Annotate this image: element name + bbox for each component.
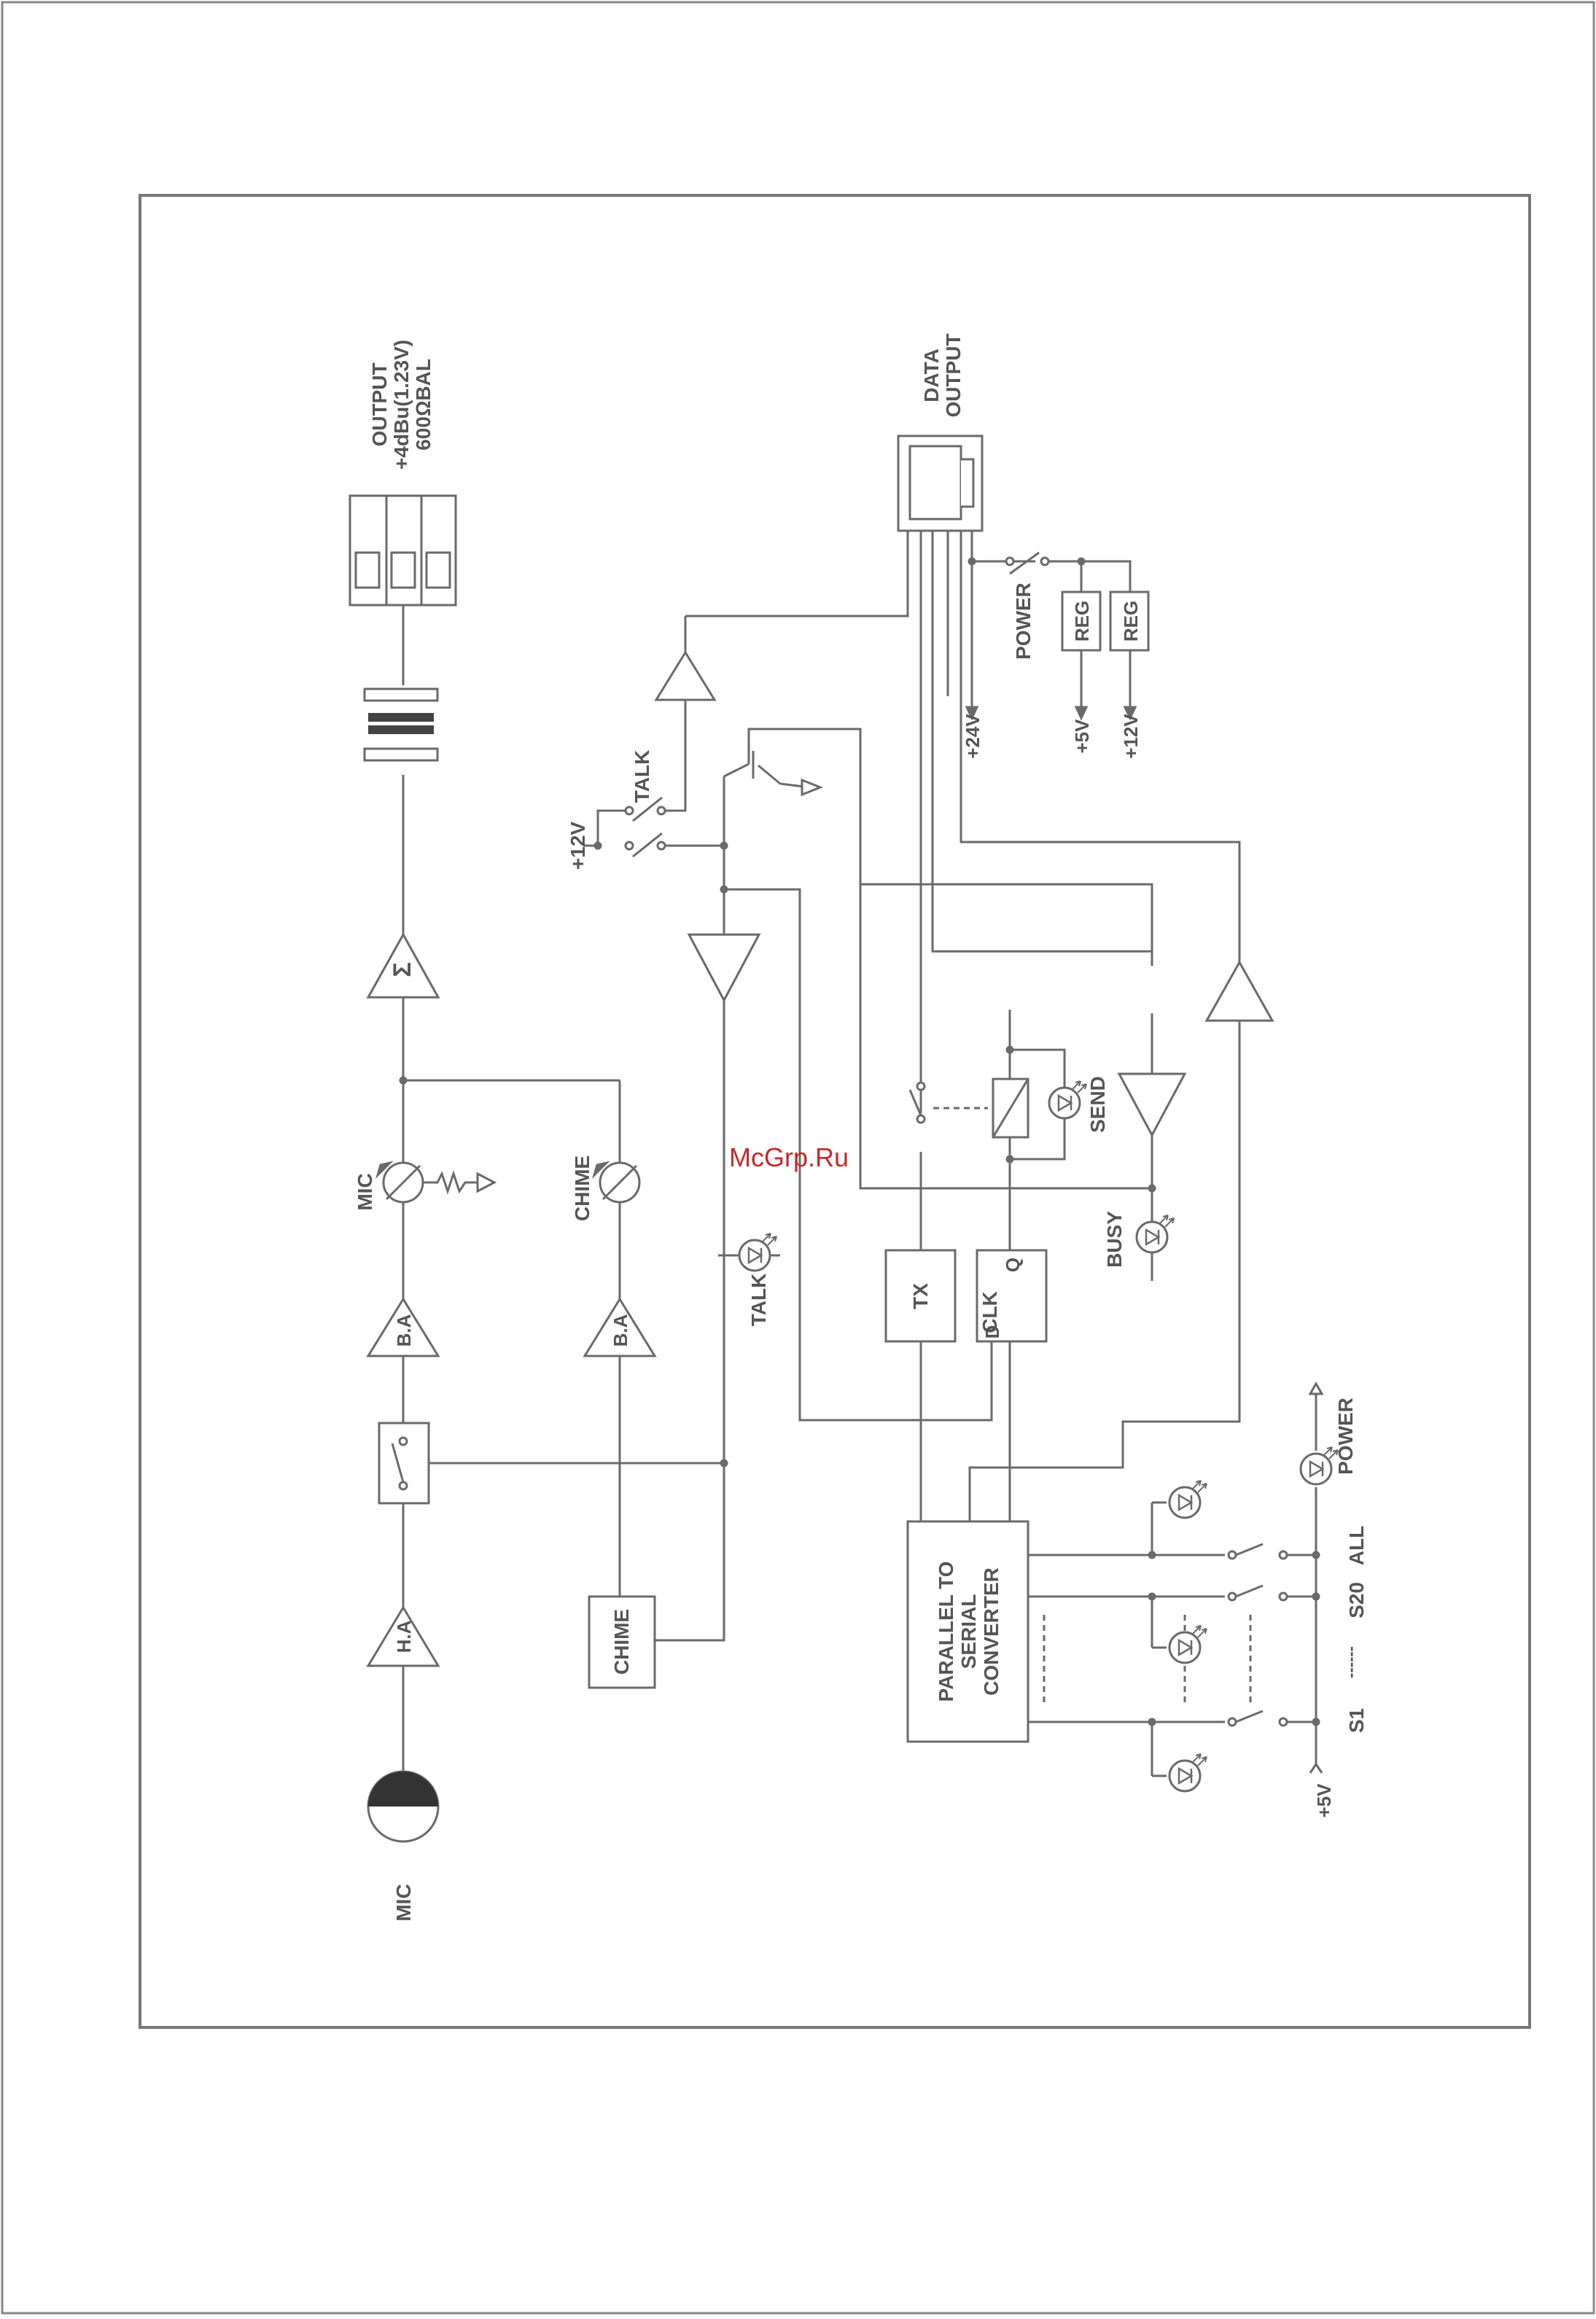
- busy-label: BUSY: [1103, 1211, 1126, 1268]
- plus12v-talk-label: +12V: [567, 822, 589, 870]
- plus24v-label: +24V: [962, 714, 984, 759]
- plus12v-out-label: +12V: [1120, 714, 1142, 759]
- talk-amp: [689, 935, 759, 1000]
- busy-led-icon: [1137, 1215, 1174, 1252]
- transformer: [365, 689, 437, 760]
- plus5v-out-label: +5V: [1071, 719, 1093, 754]
- volume-chime: [594, 1163, 639, 1202]
- send-led-icon: [1049, 1081, 1086, 1118]
- power-switch-label: POWER: [1012, 582, 1035, 660]
- send-label: SEND: [1086, 1076, 1109, 1133]
- talk-out-amp: [656, 652, 715, 700]
- output-label-2: +4dBu(1.23V): [390, 340, 413, 469]
- chime-volume-label: CHIME: [571, 1155, 593, 1221]
- ha-label: H.A: [393, 1620, 415, 1653]
- s20-led-icon: [1169, 1481, 1207, 1518]
- ba-chime-label: B.A: [610, 1314, 631, 1346]
- dff-q-label: Q: [1002, 1258, 1024, 1272]
- converter-label-2: SERIAL: [957, 1594, 980, 1669]
- sum-label: Σ: [389, 962, 416, 977]
- reg-2-label: REG: [1120, 601, 1142, 642]
- output-label-1: OUTPUT: [368, 362, 391, 446]
- reg-1-label: REG: [1071, 601, 1093, 642]
- tx-label: TX: [909, 1283, 932, 1309]
- talk-switch-label: TALK: [631, 750, 653, 803]
- mic-volume-label: MIC: [354, 1173, 376, 1210]
- talk-led-label: TALK: [747, 1274, 770, 1327]
- output-terminal-block: [350, 496, 456, 605]
- output-label-3: 600ΩBAL: [412, 359, 435, 451]
- wires: [403, 523, 1316, 1782]
- dff-d-label: D: [981, 1325, 1003, 1339]
- s20-label: S20: [1345, 1582, 1368, 1618]
- ba-mic-label: B.A: [393, 1314, 415, 1346]
- data-output-label-2: OUTPUT: [942, 333, 965, 417]
- blocks: [589, 592, 1148, 1742]
- select-switches: [1007, 1047, 1319, 1726]
- diagram-frame: [140, 195, 1530, 2027]
- all-label: ALL: [1345, 1526, 1368, 1565]
- talk-led-icon: [739, 1233, 776, 1271]
- mic-source-icon: [368, 1772, 438, 1841]
- supply-arrows: [802, 707, 1322, 1773]
- chime-block-label: CHIME: [610, 1609, 633, 1675]
- relay-switch: [910, 1083, 924, 1123]
- right-amp: [1207, 962, 1272, 1021]
- mic-switch: [379, 1423, 429, 1503]
- talk-switch: [400, 807, 727, 1466]
- s1-led-icon: [1169, 1754, 1207, 1791]
- s-ellipsis: ------: [1342, 1646, 1360, 1678]
- watermark: McGrp.Ru: [729, 1142, 849, 1172]
- s2-led-icon: [1169, 1626, 1207, 1663]
- power-led-icon: [1301, 1447, 1338, 1484]
- data-jack: [898, 436, 982, 531]
- converter-label-1: PARALLEL TO: [935, 1562, 957, 1702]
- data-output-label-1: DATA: [920, 348, 943, 402]
- s1-label: S1: [1345, 1708, 1368, 1733]
- power-led-label: POWER: [1334, 1398, 1357, 1475]
- converter-label-3: CONVERTER: [980, 1567, 1003, 1696]
- mic-source-label: MIC: [392, 1884, 415, 1921]
- send-amp: [1119, 1074, 1185, 1135]
- plus5v-in-label: +5V: [1313, 1783, 1335, 1818]
- volume-mic: [378, 1163, 494, 1202]
